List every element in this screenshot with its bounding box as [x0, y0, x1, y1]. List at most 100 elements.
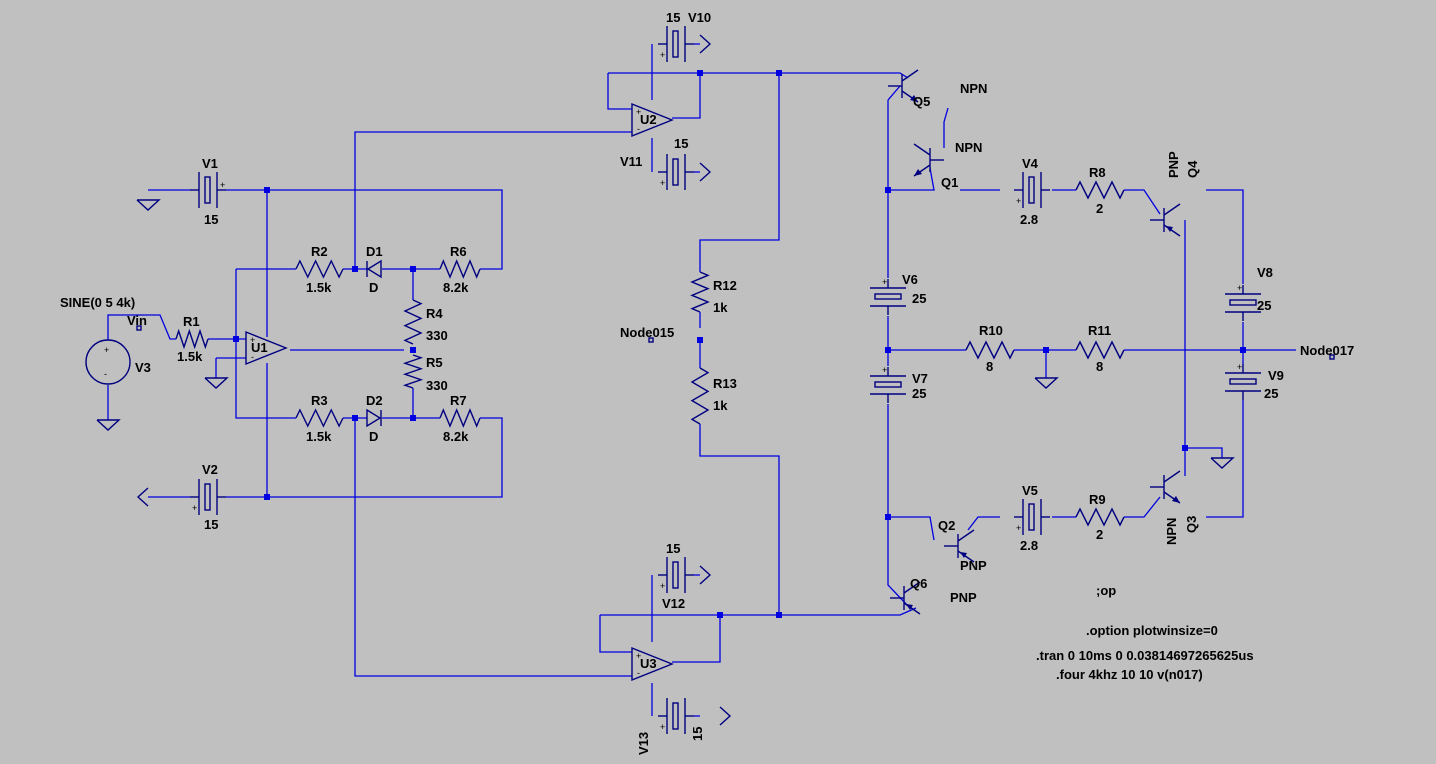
r3-name-label: R3	[311, 393, 328, 408]
opamp-u1: +-	[245, 330, 288, 366]
junction-dot	[233, 336, 239, 342]
node015-net-label: Node015	[620, 325, 674, 340]
wire	[700, 72, 909, 79]
v6-name-label: V6	[902, 272, 918, 287]
resistor-r8	[1075, 180, 1125, 200]
d1-value-label: D	[369, 280, 378, 295]
r10-value-label: 8	[986, 359, 993, 374]
q4-type-label: PNP	[1166, 151, 1181, 178]
wire	[672, 73, 701, 119]
r6-name-label: R6	[450, 244, 467, 259]
transistor-q4	[1150, 203, 1181, 237]
components: +++++++++++++-+-+-+-	[85, 26, 1335, 734]
resistor-r2	[295, 259, 344, 279]
r4-value-label: 330	[426, 328, 448, 343]
r10-name-label: R10	[979, 323, 1003, 338]
q4-name-label: Q4	[1185, 160, 1200, 178]
r11-name-label: R11	[1088, 323, 1111, 338]
wire	[226, 189, 503, 270]
v8-value-label: 25	[1257, 298, 1271, 313]
r1-value-label: 1.5k	[177, 349, 203, 364]
v9-name-label: V9	[1268, 368, 1284, 383]
node017-net-label: Node017	[1300, 343, 1354, 358]
ground-q3	[1210, 457, 1235, 469]
sine-source-v3: +-	[85, 339, 131, 385]
wire	[1124, 189, 1161, 215]
junction-dot	[264, 494, 270, 500]
ground-u1	[204, 377, 229, 389]
battery-v12: +	[658, 557, 694, 593]
polarity-plus: +	[104, 345, 109, 355]
r4-name-label: R4	[426, 306, 443, 321]
junction-dot	[776, 612, 782, 618]
v3-name-label: V3	[135, 360, 151, 375]
q2-name-label: Q2	[938, 518, 955, 533]
battery-v8: +	[1225, 283, 1261, 321]
transistor-q1	[913, 143, 944, 177]
v11-value-label: 15	[674, 136, 688, 151]
d2-value-label: D	[369, 429, 378, 444]
v10-value-label: 15	[666, 10, 680, 25]
v12-name-label: V12	[662, 596, 685, 611]
r2-value-label: 1.5k	[306, 280, 332, 295]
wire	[107, 314, 176, 340]
junction-dot	[352, 415, 358, 421]
v7-name-label: V7	[912, 371, 928, 386]
supply-arrow-v2	[136, 487, 149, 507]
junction-dot	[717, 612, 723, 618]
wire	[235, 269, 296, 419]
directive-op: ;op	[1096, 583, 1116, 598]
battery-v7: +	[870, 365, 906, 403]
q3-type-label: NPN	[1164, 518, 1179, 545]
opamp-u2: +-	[631, 102, 674, 138]
polarity-plus: +	[660, 178, 665, 188]
vin-net-label: Vin	[127, 313, 147, 328]
transistor-q6	[890, 581, 921, 615]
junction-dot	[410, 347, 416, 353]
r13-value-label: 1k	[713, 398, 728, 413]
v2-name-label: V2	[202, 462, 218, 477]
junction-dot	[1240, 347, 1246, 353]
polarity-plus: +	[636, 651, 641, 661]
wire	[672, 615, 721, 663]
junction-dot	[776, 70, 782, 76]
supply-arrow	[719, 706, 732, 726]
polarity-plus: +	[882, 365, 887, 375]
resistor-r1	[175, 328, 209, 350]
r6-value-label: 8.2k	[443, 280, 469, 295]
directive-four: .four 4khz 10 10 v(n017)	[1056, 667, 1203, 682]
v1-value-label: 15	[204, 212, 218, 227]
battery-v9: +	[1225, 362, 1261, 400]
wire	[1185, 447, 1223, 458]
labels: SINE(0 5 4k)V3VinNode015Node017V115V2151…	[60, 10, 1354, 755]
battery-v13: +	[658, 698, 694, 734]
v13-value-label: 15	[690, 727, 705, 741]
transistor-q3	[1150, 470, 1181, 504]
r7-value-label: 8.2k	[443, 429, 469, 444]
q3-name-label: Q3	[1184, 516, 1199, 533]
v11-name-label: V11	[620, 154, 642, 169]
q5-name-label: Q5	[913, 94, 930, 109]
junction-dot	[352, 266, 358, 272]
v2-value-label: 15	[204, 517, 218, 532]
r9-name-label: R9	[1089, 492, 1106, 507]
polarity-plus: +	[1237, 362, 1242, 372]
supply-arrow	[699, 565, 712, 585]
junction-dot	[697, 337, 703, 343]
v9-value-label: 25	[1264, 386, 1278, 401]
q1-type-label: NPN	[955, 140, 982, 155]
r2-name-label: R2	[311, 244, 328, 259]
battery-v6: +	[870, 277, 906, 315]
opamp-minus: -	[637, 124, 640, 134]
resistor-r4	[403, 299, 423, 345]
v10-name-label: V10	[688, 10, 711, 25]
wire	[354, 131, 632, 269]
r11-value-label: 8	[1096, 359, 1103, 374]
d2-name-label: D2	[366, 393, 383, 408]
u2-name-label: U2	[640, 112, 657, 127]
opamp-u3: +-	[631, 646, 674, 682]
v5-value-label: 2.8	[1020, 538, 1038, 553]
q1-name-label: Q1	[941, 175, 958, 190]
resistor-r6	[439, 259, 481, 279]
